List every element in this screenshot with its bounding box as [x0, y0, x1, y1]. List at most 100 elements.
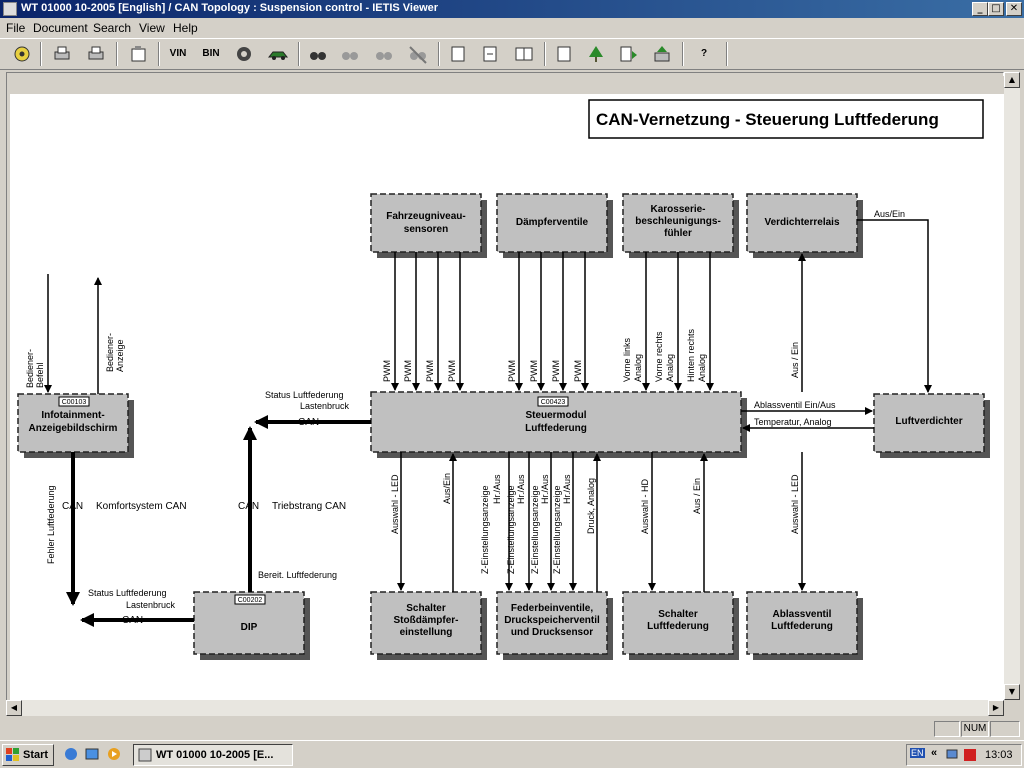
- box-schalter-stossdaempfer: [370, 591, 482, 655]
- label-bediener-anzeige-2: Anzeige: [115, 339, 125, 372]
- label-hr-aus-2: Hr./Aus: [516, 474, 526, 504]
- label-infotainment-2: Anzeigebildschirm: [29, 423, 118, 434]
- label-pwm-8: PWM: [573, 360, 583, 382]
- network-icon[interactable]: [945, 748, 959, 762]
- label-pwm-4: PWM: [447, 360, 457, 382]
- label-ablassventil-ein-aus: Ablassventil Ein/Aus: [754, 400, 836, 410]
- label-komfortsystem-can: Komfortsystem CAN: [96, 501, 187, 512]
- label-vorne-rechts-2: Analog: [665, 354, 675, 382]
- label-temperatur: Temperatur, Analog: [754, 417, 832, 427]
- ie-icon[interactable]: [63, 746, 79, 767]
- vin-button[interactable]: VIN: [169, 48, 187, 59]
- label-druck-analog: Druck, Analog: [586, 478, 596, 534]
- find-clear-icon[interactable]: [406, 43, 430, 65]
- scroll-down-icon[interactable]: ▼: [1004, 684, 1020, 700]
- box-karosserie-fuehler: [622, 193, 734, 253]
- status-pane-last: [990, 721, 1020, 737]
- label-pwm-3: PWM: [425, 360, 435, 382]
- page-back-icon[interactable]: [478, 43, 502, 65]
- document-link-icon[interactable]: [616, 43, 640, 65]
- find-next-icon[interactable]: [372, 43, 396, 65]
- security-alert-icon[interactable]: [963, 748, 977, 762]
- label-can-triebstrang: CAN: [238, 501, 259, 512]
- label-status-luftfederung-2: Status Luftfederung: [88, 588, 167, 598]
- label-ablassventil-2: Luftfederung: [771, 621, 833, 632]
- start-button[interactable]: Start: [2, 744, 54, 766]
- label-aus-ein-2: Aus / Ein: [692, 478, 702, 514]
- status-pane-empty: [934, 721, 960, 737]
- label-bediener-befehl-2: Befehl: [35, 362, 45, 388]
- status-bar: NUM: [0, 718, 1024, 740]
- scroll-up-icon[interactable]: ▲: [1004, 72, 1020, 88]
- menu-bar: File Document Search View Help: [0, 18, 1024, 38]
- label-daempferventile: Dämpferventile: [516, 217, 589, 228]
- minimize-button[interactable]: _: [972, 2, 988, 16]
- toolbar: VIN BIN ?: [0, 38, 1024, 70]
- taskbar-window-label: WT 01000 10-2005 [E...: [156, 749, 274, 761]
- label-karosserie-2: beschleunigungs-: [635, 216, 721, 227]
- diagram-title-frame: [588, 99, 984, 139]
- label-can-komfort: CAN: [62, 501, 83, 512]
- menu-view[interactable]: View: [139, 21, 165, 35]
- find-previous-icon[interactable]: [338, 43, 362, 65]
- taskbar: Start WT 01000 10-2005 [E... EN « 13:03: [0, 740, 1024, 768]
- window-titlebar: WT 01000 10-2005 [English] / CAN Topolog…: [0, 0, 1024, 18]
- label-auswahl-led-1: Auswahl - LED: [390, 474, 400, 534]
- vehicle-icon[interactable]: [266, 43, 290, 65]
- label-pwm-2: PWM: [403, 360, 413, 382]
- gear-icon[interactable]: [232, 43, 256, 65]
- horizontal-scrollbar[interactable]: ◀ ▶: [6, 700, 1004, 716]
- media-player-icon[interactable]: [106, 746, 122, 767]
- label-schalter-stoss-3: einstellung: [400, 627, 453, 638]
- bin-button[interactable]: BIN: [202, 48, 220, 59]
- label-lastenbruck-1: Lastenbruck: [300, 401, 350, 411]
- label-auswahl-hd: Auswahl - HD: [640, 478, 650, 534]
- maximize-button[interactable]: □: [988, 2, 1004, 16]
- menu-file[interactable]: File: [6, 21, 26, 35]
- export-icon[interactable]: [650, 43, 674, 65]
- label-hr-aus-4: Hr./Aus: [562, 474, 572, 504]
- new-page-icon[interactable]: [552, 43, 576, 65]
- tray-expand-icon[interactable]: «: [931, 747, 938, 759]
- clock: 13:03: [985, 749, 1013, 761]
- box-schalter-luftfederung: [622, 591, 734, 655]
- label-hr-aus-1: Hr./Aus: [492, 474, 502, 504]
- document-header-strip: [10, 76, 1004, 94]
- label-federbein-3: und Drucksensor: [511, 627, 593, 638]
- print-preview-icon[interactable]: [84, 43, 108, 65]
- label-can-dip: CAN: [122, 615, 143, 626]
- desktop-icon[interactable]: [84, 746, 100, 767]
- label-aus-ein-relais: Aus/Ein: [874, 209, 905, 219]
- app-small-icon: [138, 748, 152, 762]
- label-vorne-links-2: Analog: [633, 354, 643, 382]
- app-icon[interactable]: [3, 2, 17, 16]
- status-num: NUM: [961, 721, 989, 737]
- system-tray: EN « 13:03: [906, 744, 1022, 766]
- help-button[interactable]: ?: [700, 48, 708, 59]
- print-icon[interactable]: [50, 43, 74, 65]
- tree-icon[interactable]: [584, 43, 608, 65]
- binoculars-icon[interactable]: [306, 43, 330, 65]
- taskbar-window-item[interactable]: WT 01000 10-2005 [E...: [133, 744, 293, 766]
- can-topology-diagram: CAN-Vernetzung - Steuerung Luftfederung: [17, 99, 990, 660]
- page-first-icon[interactable]: [446, 43, 470, 65]
- vertical-scrollbar[interactable]: ▲ ▼: [1004, 72, 1020, 700]
- menu-search[interactable]: Search: [93, 21, 132, 35]
- close-button[interactable]: ✕: [1006, 2, 1022, 16]
- box-verdichterrelais: [746, 193, 858, 253]
- box-daempferventile: [496, 193, 608, 253]
- label-z-einstellung-1: Z-Einstellungsanzeige: [480, 485, 490, 574]
- label-vorne-rechts-1: Vorne rechts: [654, 331, 664, 382]
- properties-icon[interactable]: [126, 43, 150, 65]
- menu-help[interactable]: Help: [173, 21, 198, 35]
- home-icon[interactable]: [10, 43, 34, 65]
- label-luftverdichter: Luftverdichter: [895, 416, 962, 427]
- scroll-left-icon[interactable]: ◀: [6, 700, 22, 716]
- book-icon[interactable]: [512, 43, 536, 65]
- scroll-right-icon[interactable]: ▶: [988, 700, 1004, 716]
- menu-document[interactable]: Document: [33, 21, 88, 35]
- label-fehler-luftfederung: Fehler Luftfederung: [46, 485, 56, 564]
- label-auswahl-led-2: Auswahl - LED: [790, 474, 800, 534]
- label-lastenbruck-2: Lastenbruck: [126, 600, 176, 610]
- language-indicator[interactable]: EN: [910, 748, 925, 758]
